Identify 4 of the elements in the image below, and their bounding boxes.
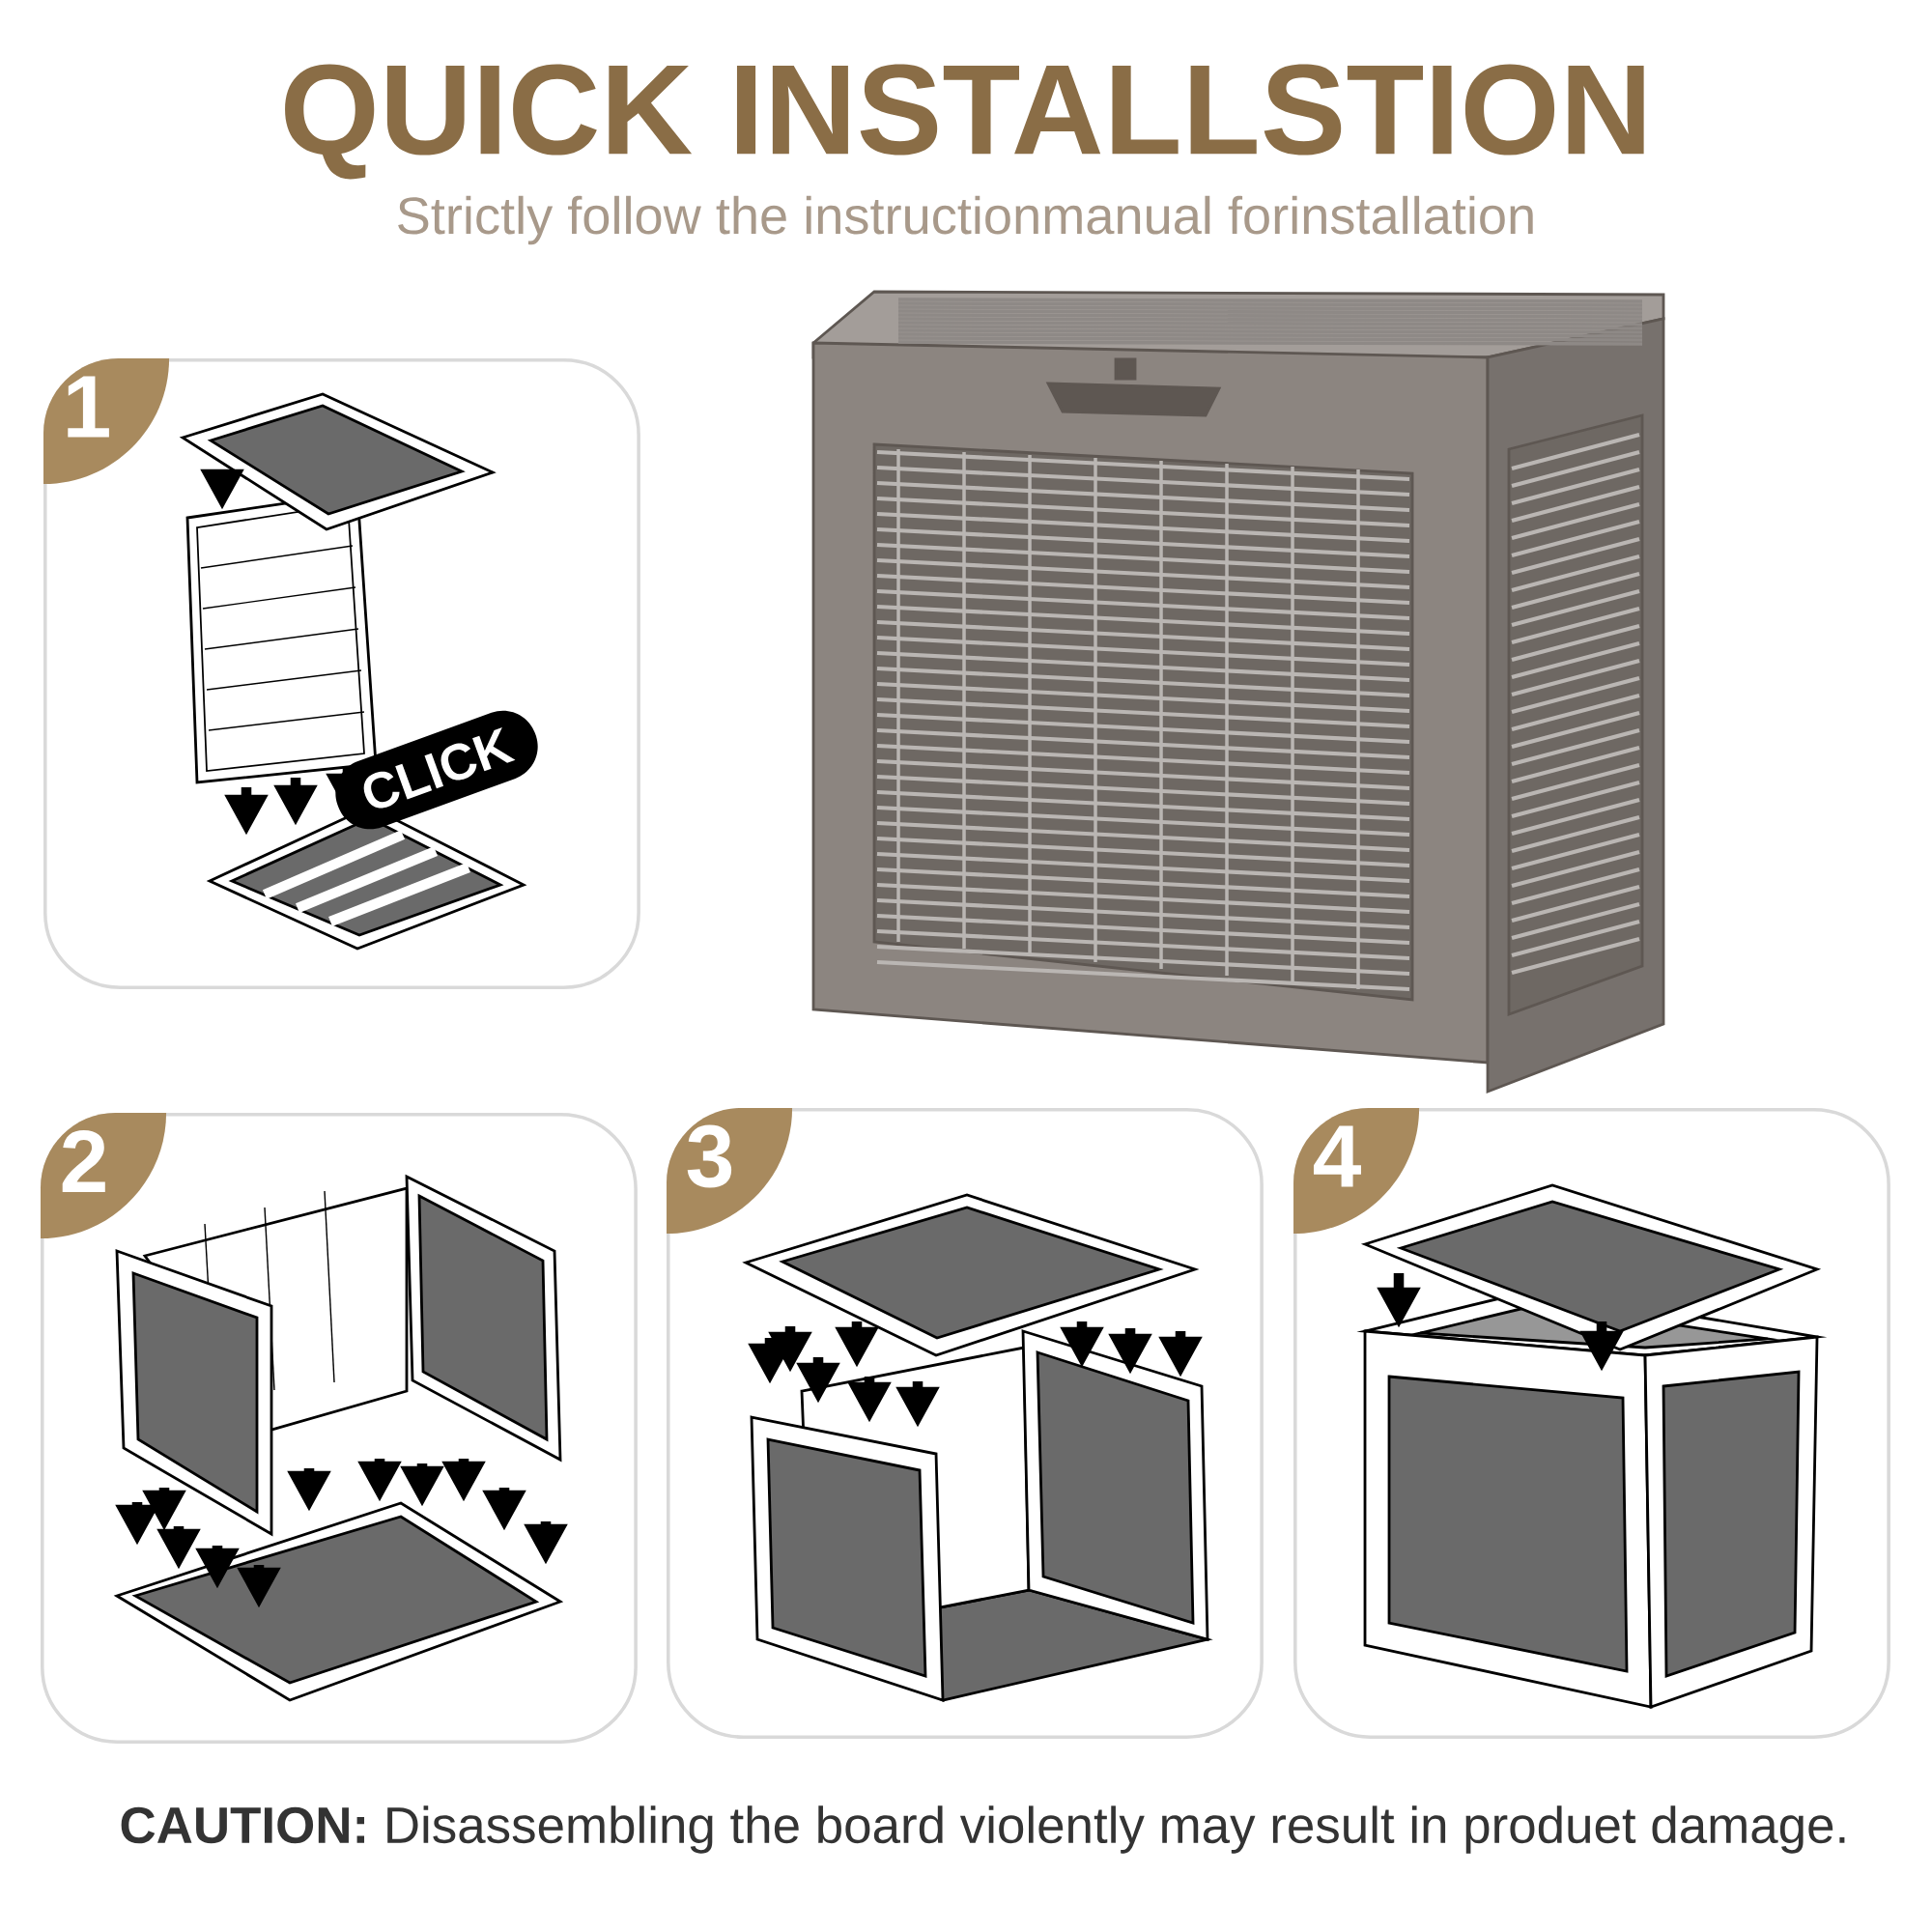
click-callout: CLICK [335,710,538,830]
subtitle: Strictly follow the instructionmanual forinstallation [398,195,1533,245]
caution-note: CAUTION: Disassembling the board violently may result in produet damage. [121,1805,1845,1854]
title: QUICK INSTALLSTION [285,64,1644,180]
